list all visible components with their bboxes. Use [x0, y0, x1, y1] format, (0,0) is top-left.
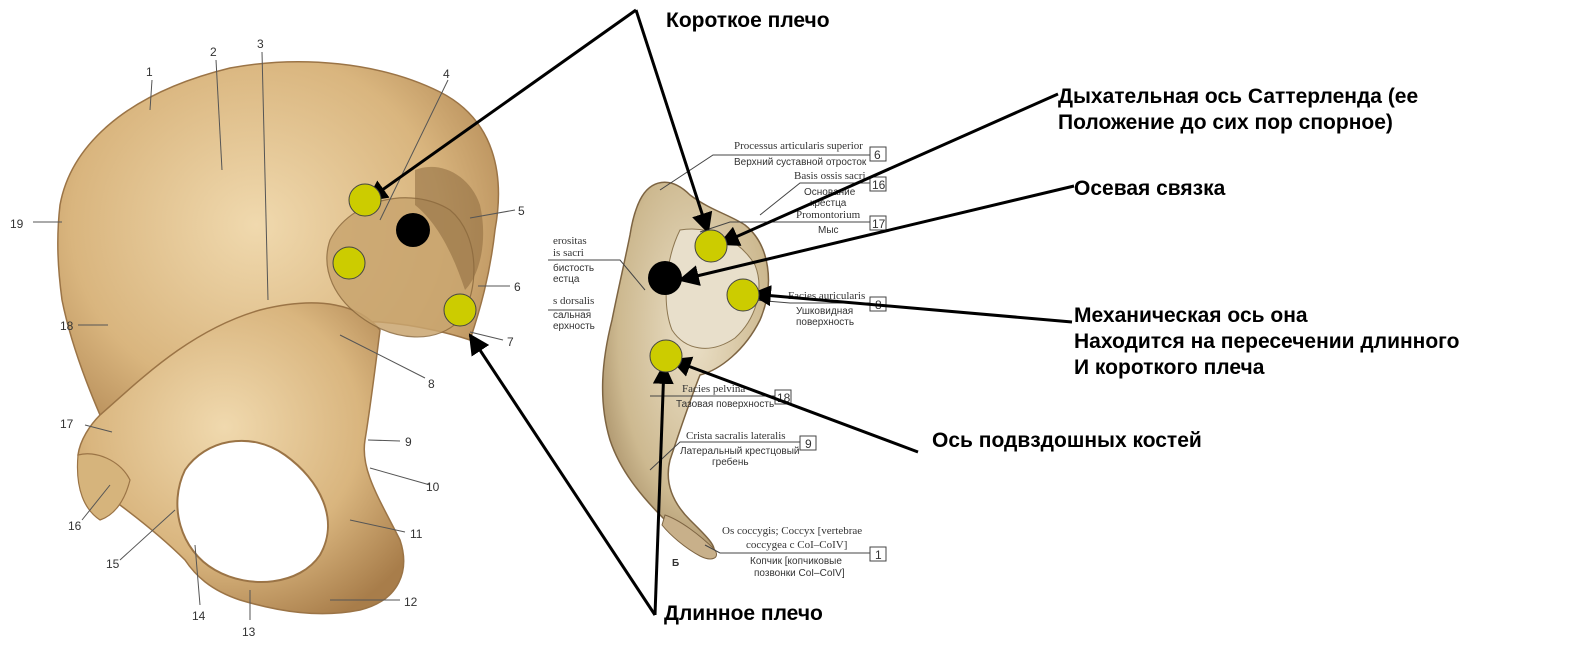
callout-mechanical-axis-line2: Находится на пересечении длинного — [1074, 329, 1459, 355]
ilium-number-6: 6 — [514, 280, 521, 294]
ilium-number-16: 16 — [68, 519, 82, 533]
ilium-number-5: 5 — [518, 204, 525, 218]
label-crista-latin: Crista sacralis lateralis — [686, 430, 786, 442]
label-dors-ru-2: ерхность — [553, 321, 595, 332]
label-promont-num: 17 — [872, 217, 886, 231]
callout-breathing-axis-line1: Дыхательная ось Саттерленда (ее — [1058, 84, 1418, 110]
ilium-number-2: 2 — [210, 45, 217, 59]
ilium-number-1: 1 — [146, 65, 153, 79]
marker-black-sacrum — [648, 261, 682, 295]
label-cocc-num: 1 — [875, 548, 882, 562]
figure-letter: Б — [672, 558, 679, 569]
marker-black-ilium — [396, 213, 430, 247]
label-crista-ru-2: гребень — [712, 456, 749, 468]
label-auric-ru-2: поверхность — [796, 317, 854, 328]
callout-axial-ligament-text: Осевая связка — [1074, 176, 1225, 202]
label-tuber-latin-2: is sacri — [553, 247, 584, 259]
callout-iliac-axis: Ось подвздошных костей — [932, 428, 1202, 454]
label-dors-ru-1: сальная — [553, 310, 591, 321]
breathing-axis-line — [720, 94, 1058, 244]
label-crista-num: 9 — [805, 437, 812, 451]
label-crista-ru-1: Латеральный крестцовый — [680, 446, 800, 457]
marker-yellow-sacrum-right — [727, 279, 759, 311]
ilium-number-4: 4 — [443, 67, 450, 81]
marker-yellow-sacrum-low — [650, 340, 682, 372]
label-cocc-latin-1: Os coccygis; Coccyx [vertebrae — [722, 525, 862, 537]
hip-bone-illustration — [58, 62, 499, 614]
label-cocc-ru-1: Копчик [копчиковые — [750, 556, 842, 567]
marker-yellow-ilium-low — [444, 294, 476, 326]
label-cocc-latin-2: coccygea с CoI–CoIV] — [746, 539, 847, 551]
label-basis-num: 16 — [872, 178, 886, 192]
label-cocc-ru-2: позвонки CoI–CoIV] — [754, 568, 845, 579]
ilium-number-11: 11 — [410, 527, 423, 541]
callout-mechanical-axis-line3: И короткого плеча — [1074, 355, 1459, 381]
callout-axial-ligament: Осевая связка — [1074, 176, 1225, 202]
callout-iliac-axis-text: Ось подвздошных костей — [932, 428, 1202, 454]
label-tuber-latin-1: erositas — [553, 235, 587, 247]
ilium-number-12: 12 — [404, 595, 418, 609]
label-dors-latin: s dorsalis — [553, 295, 594, 307]
callout-mechanical-axis: Механическая ось она Находится на пересе… — [1074, 303, 1459, 381]
label-proc-art-latin: Processus articularis superior — [734, 140, 863, 152]
label-auric-ru-1: Ушковидная — [796, 306, 853, 317]
ilium-number-15: 15 — [106, 557, 120, 571]
callout-long-arm-text: Длинное плечо — [664, 601, 823, 627]
marker-yellow-sacrum-top — [695, 230, 727, 262]
ilium-number-18: 18 — [60, 319, 74, 333]
marker-yellow-ilium-top — [349, 184, 381, 216]
label-proc-art-num: 6 — [874, 148, 881, 162]
callout-short-arm-text: Короткое плечо — [666, 8, 830, 34]
ilium-number-8: 8 — [428, 377, 435, 391]
ilium-number-7: 7 — [507, 335, 514, 349]
label-pelv-ru: Тазовая поверхность — [676, 399, 774, 410]
ilium-number-19: 19 — [10, 217, 24, 231]
callout-breathing-axis-line2: Положение до сих пор спорное) — [1058, 110, 1418, 136]
ilium-number-17: 17 — [60, 417, 74, 431]
label-tuber-ru-1: бистость — [553, 262, 594, 274]
callout-mechanical-axis-line1: Механическая ось она — [1074, 303, 1459, 329]
callout-breathing-axis: Дыхательная ось Саттерленда (ее Положени… — [1058, 84, 1418, 136]
ilium-number-9: 9 — [405, 435, 412, 449]
label-basis-ru-2: крестца — [810, 198, 847, 209]
label-basis-latin: Basis ossis sacri — [794, 170, 866, 182]
ilium-number-10: 10 — [426, 480, 440, 494]
ilium-number-3: 3 — [257, 37, 264, 51]
ilium-number-13: 13 — [242, 625, 256, 639]
callout-short-arm: Короткое плечо — [666, 8, 830, 34]
ilium-number-14: 14 — [192, 609, 206, 623]
sacrum-illustration — [603, 182, 769, 559]
marker-yellow-ilium-mid — [333, 247, 365, 279]
callout-long-arm: Длинное плечо — [664, 601, 823, 627]
label-proc-art-ru: Верхний суставной отросток — [734, 157, 867, 168]
label-promont-ru: Мыс — [818, 225, 839, 236]
label-promont-latin: Promontorium — [796, 209, 861, 221]
label-tuber-ru-2: естца — [553, 274, 580, 285]
